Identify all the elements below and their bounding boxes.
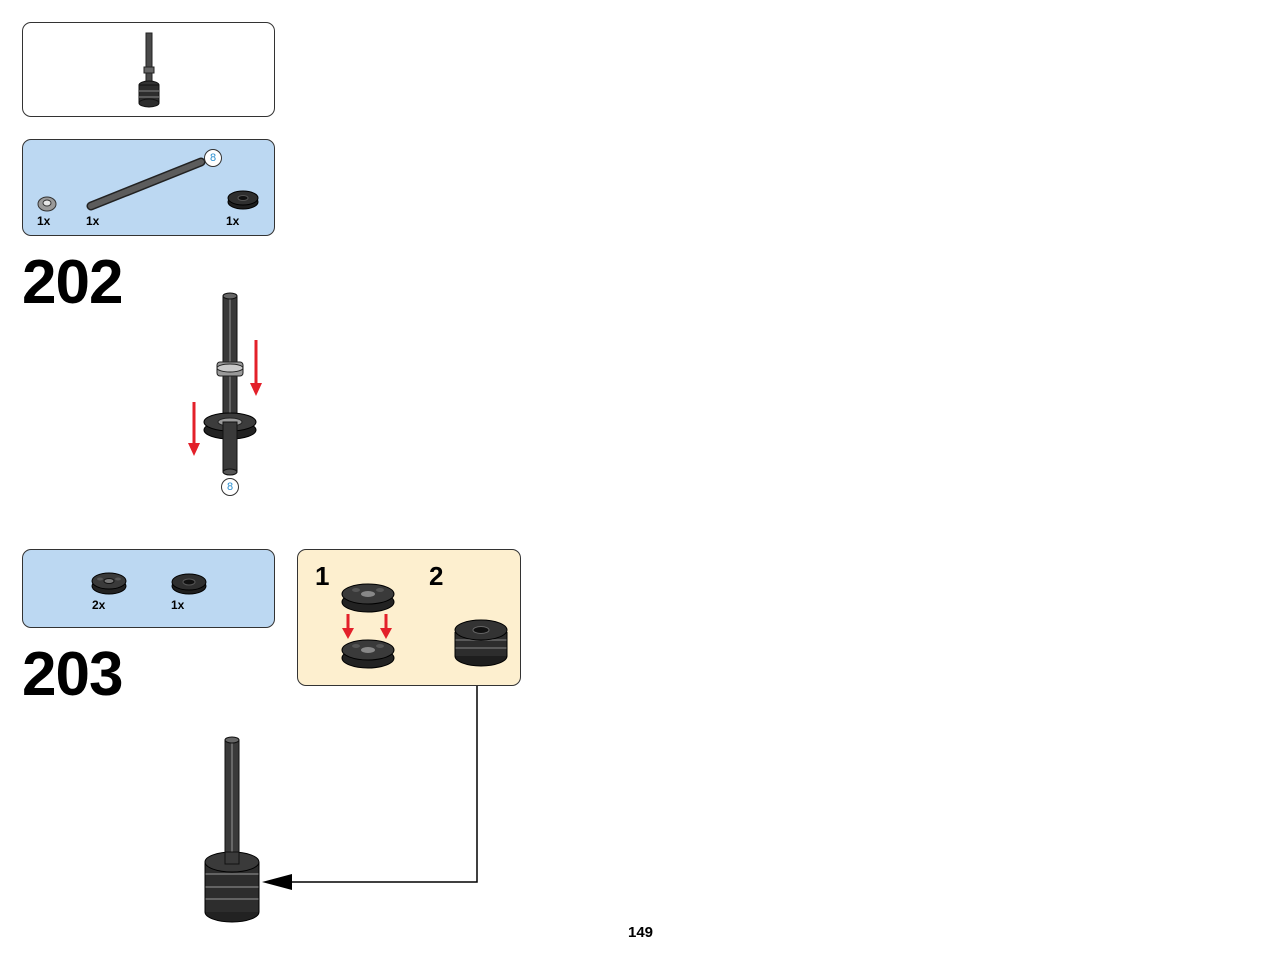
page-number: 149 (628, 924, 654, 941)
axle-length-badge: 8 (204, 149, 222, 167)
round-tile-quantity: 1x (226, 214, 240, 228)
down-arrow-icon (250, 340, 262, 396)
round-plate-quantity: 2x (92, 598, 106, 612)
step-number-203: 203 (22, 640, 123, 709)
subassembly-step-2-illustration (454, 619, 508, 667)
step-202-parts-list: 8 1x 1x 1x (22, 139, 275, 236)
subassembly-step-1: 1 (315, 561, 330, 591)
step-203-parts-list: 2x 1x (22, 549, 275, 628)
previous-result-panel (22, 22, 275, 117)
callout-arrow (262, 686, 478, 890)
down-arrow-icon (342, 614, 354, 639)
axle-part-icon (86, 157, 206, 211)
down-arrow-icon (380, 614, 392, 639)
axle-quantity: 1x (86, 214, 100, 228)
round-tile-part-icon (227, 190, 259, 210)
axle-length-badge: 8 (221, 478, 239, 496)
step-number-202: 202 (22, 248, 123, 317)
subassembly-step-1-illustration (341, 583, 395, 669)
step-203-model (204, 736, 260, 923)
round-tile-quantity: 1x (171, 598, 185, 612)
round-tile-part-icon (171, 573, 207, 595)
step-202-model (188, 292, 262, 476)
subassembly-panel: 1 2 (297, 549, 521, 686)
axle-assembly-thumbnail (138, 32, 160, 108)
round-plate-part-icon (91, 572, 127, 595)
subassembly-step-2: 2 (429, 561, 444, 591)
bush-part-icon (37, 196, 57, 212)
bush-quantity: 1x (37, 214, 51, 228)
down-arrow-icon (188, 402, 200, 456)
